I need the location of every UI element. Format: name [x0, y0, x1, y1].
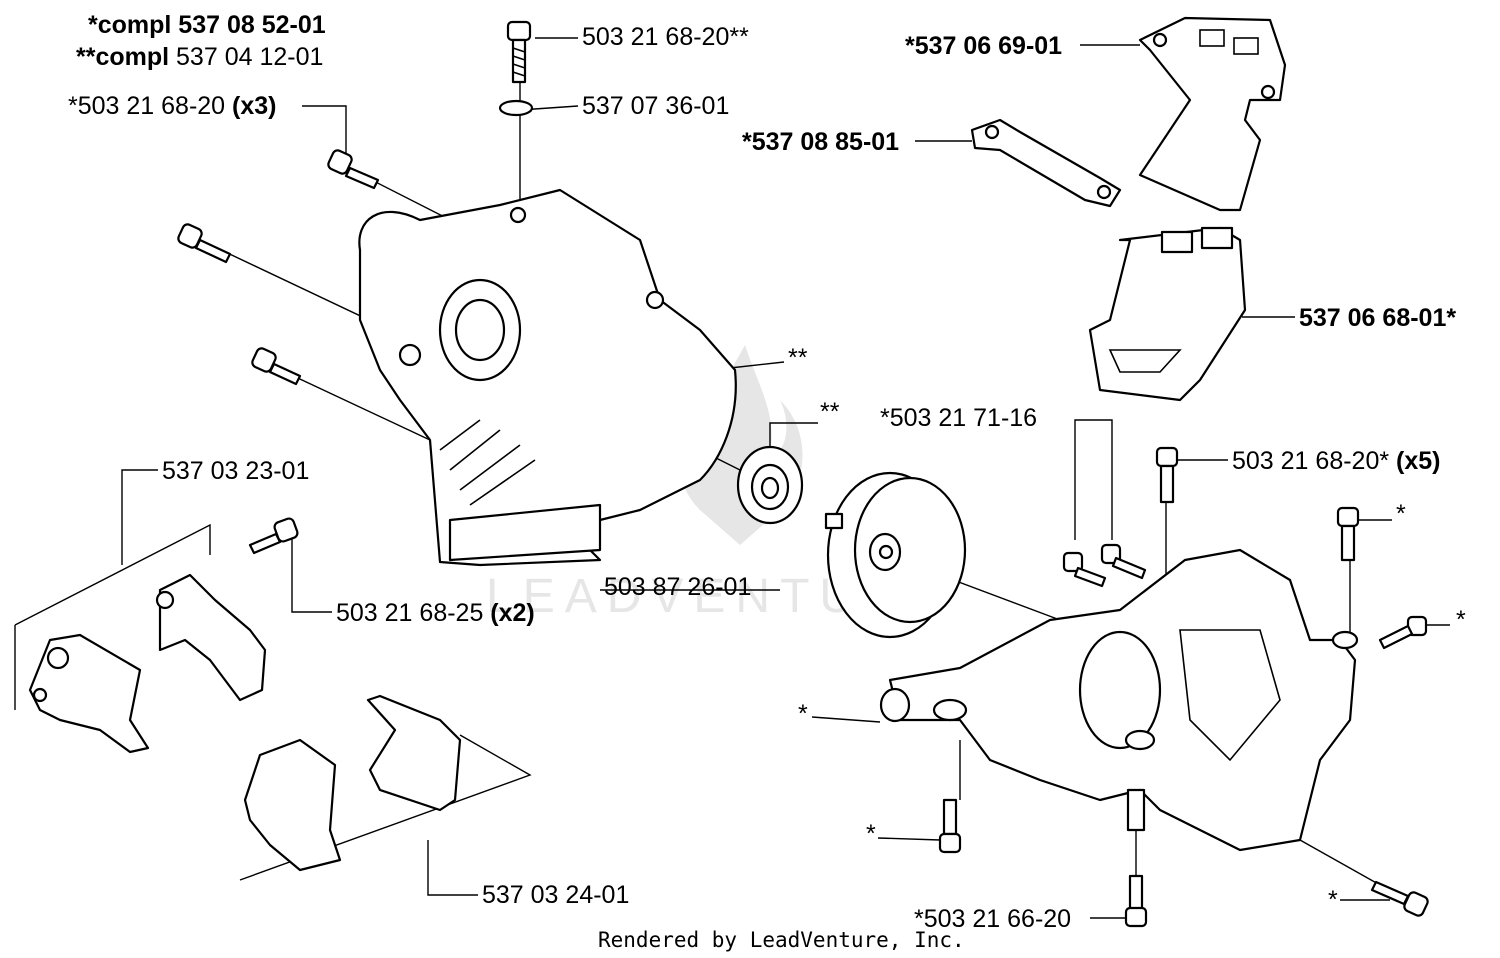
label-bearing-mark: ** [820, 398, 840, 426]
clamp-top-icon [28, 573, 267, 754]
label-screw-pair: *503 21 71-16 [880, 404, 1037, 432]
screw-left-1-icon [327, 149, 380, 190]
label-flywheel: 503 87 26-01 [604, 573, 751, 601]
label-star-left-low: * [866, 820, 876, 848]
label-top-screw: 503 21 68-20** [582, 23, 749, 51]
crankcase-left-icon [358, 188, 737, 567]
compl2-number: 537 04 12-01 [176, 43, 323, 71]
label-clamp-top: 537 03 23-01 [162, 457, 309, 485]
screw-clamp-icon [248, 517, 299, 555]
screw-bottom-left-icon [938, 798, 962, 854]
screw-left-3-icon [251, 347, 302, 386]
label-star-right-top: * [1396, 500, 1406, 528]
label-star-right-low: * [1328, 886, 1338, 914]
header-compl-1: *compl 537 08 52-01 [88, 11, 326, 39]
screw-bottom-right-icon [1370, 880, 1429, 917]
crankcase-right-icon [879, 548, 1359, 852]
label-gasket-top: *537 06 69-01 [905, 32, 1062, 60]
label-washer: 537 07 36-01 [582, 92, 729, 120]
top-screw-icon [506, 20, 532, 84]
label-clamp-bottom: 537 03 24-01 [482, 881, 629, 909]
label-screw-bottom: *503 21 66-20 [914, 905, 1071, 933]
screw-bottom-center-icon [1124, 874, 1148, 928]
label-screw-x2: 503 21 68-25 (x2) [336, 599, 535, 627]
screw-right-5-icon [1378, 615, 1428, 650]
leader-lines [14, 37, 1450, 919]
compl1-number: 537 08 52-01 [178, 11, 325, 39]
gasket-top-icon [1138, 16, 1287, 212]
label-star-right-mid: * [1456, 606, 1466, 634]
label-screw-x3: *503 21 68-20 (x3) [68, 92, 277, 120]
flywheel-icon [824, 471, 967, 639]
header-compl-2: **compl 537 04 12-01 [76, 43, 323, 71]
screw-right-2-icon [1100, 543, 1147, 580]
cover-right-icon [1088, 226, 1247, 402]
gasket-mid-icon [970, 118, 1122, 208]
label-star-left-mid: * [798, 700, 808, 728]
screw-right-3-icon [1155, 446, 1179, 504]
bearing-icon [736, 445, 804, 525]
footer-credit: Rendered by LeadVenture, Inc. [598, 928, 965, 952]
clamp-bottom-icon [243, 694, 462, 872]
screw-right-1-icon [1062, 551, 1107, 588]
compl2-prefix: **compl [76, 43, 176, 71]
compl1-prefix: *compl [88, 11, 178, 39]
label-screw-x5: 503 21 68-20* (x5) [1232, 447, 1441, 475]
label-crank-left-mark: ** [788, 344, 808, 372]
label-cover-right: 537 06 68-01* [1299, 304, 1456, 332]
screw-left-2-icon [177, 223, 232, 264]
washer-icon [498, 99, 534, 117]
label-gasket-mid: *537 08 85-01 [742, 128, 899, 156]
screw-right-4-icon [1336, 506, 1360, 562]
